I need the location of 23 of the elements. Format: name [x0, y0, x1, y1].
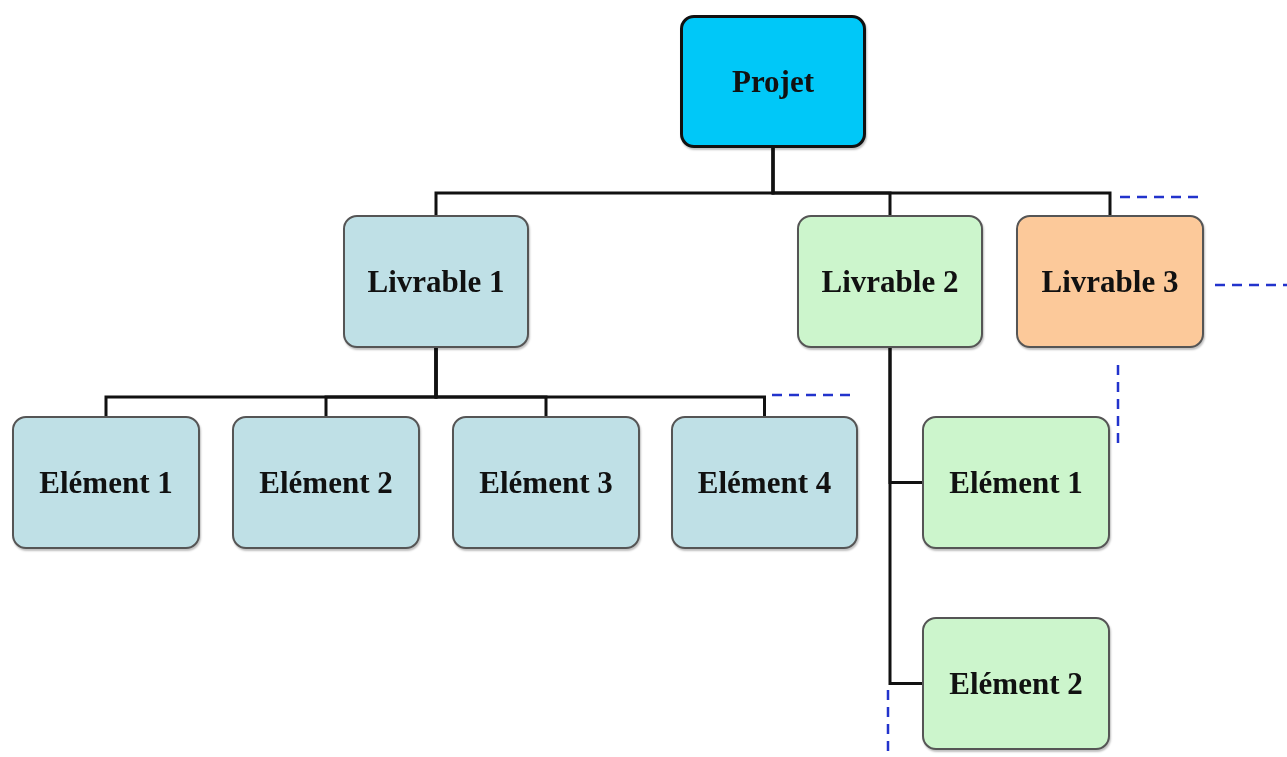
node-label: Elément 4 [697, 464, 832, 501]
node-label: Livrable 3 [1041, 263, 1179, 300]
process-box [12, 416, 200, 549]
connector-line [771, 148, 1112, 215]
process-box [922, 416, 1110, 549]
node-label: Elément 1 [949, 464, 1083, 501]
node-label: Livrable 2 [821, 263, 959, 300]
process-box [1016, 215, 1204, 348]
process-box [922, 617, 1110, 750]
process-box [797, 215, 983, 348]
node-label: Elément 2 [949, 665, 1083, 702]
node-label: Projet [731, 63, 814, 100]
node-label: Elément 2 [259, 464, 393, 501]
process-box [452, 416, 640, 549]
process-box [343, 215, 529, 348]
node-label: Elément 3 [479, 464, 613, 501]
node-label: Livrable 1 [367, 263, 505, 300]
process-box [680, 15, 866, 148]
connector-line [888, 348, 922, 685]
process-box [232, 416, 420, 549]
process-box [671, 416, 858, 549]
node-label: Elément 1 [39, 464, 173, 501]
connector-line [434, 348, 766, 416]
